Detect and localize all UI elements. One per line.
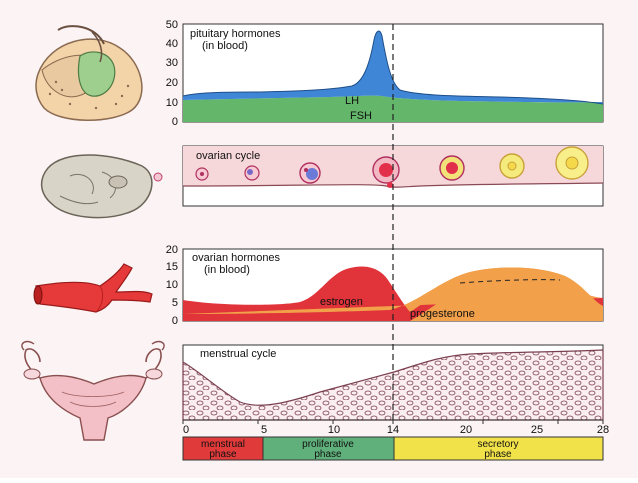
ovary-illustration: [40, 154, 163, 219]
phase-bar: menstrual phase proliferative phase secr…: [182, 436, 604, 461]
menstrual-phase-label-2: phase: [209, 449, 237, 460]
pituitary-gland-illustration: [35, 25, 143, 121]
follicle-stage-1: [195, 167, 209, 181]
lh-label: LH: [345, 95, 359, 107]
pituitary-ytick: 10: [166, 97, 178, 109]
corpus-luteum-late: [555, 146, 589, 180]
pituitary-ytick: 50: [166, 19, 178, 31]
pituitary-y-axis: 50 40 30 20 10 0: [166, 19, 178, 128]
corpus-luteum-mid: [499, 153, 525, 179]
ovarian-hormones-title-line1: ovarian hormones: [192, 252, 281, 264]
secretory-phase-label-2: phase: [484, 449, 512, 460]
ovarian-hormones-y-axis: 20 15 10 5 0: [166, 244, 178, 327]
progesterone-label: progesterone: [410, 308, 475, 320]
pituitary-ytick: 40: [166, 38, 178, 50]
day-tick: 10: [328, 424, 340, 436]
lh-curve: [182, 30, 604, 105]
pituitary-ytick: 30: [166, 57, 178, 69]
day-tick: 5: [261, 424, 267, 436]
pituitary-title-line2: (in blood): [202, 40, 248, 52]
fsh-label: FSH: [350, 110, 372, 122]
follicle-stage-2: [244, 165, 260, 181]
ovarian-ytick: 20: [166, 244, 178, 256]
pituitary-ytick: 20: [166, 77, 178, 89]
ovarian-ytick: 5: [172, 297, 178, 309]
ovarian-cycle-title: ovarian cycle: [196, 150, 260, 162]
estrogen-label: estrogen: [320, 296, 363, 308]
proliferative-phase-label-1: proliferative: [302, 439, 354, 450]
ovarian-hormones-panel: ovarian hormones (in blood) estrogen pro…: [166, 244, 604, 327]
secretory-phase-block: [393, 436, 604, 461]
day-tick: 25: [531, 424, 543, 436]
day-tick: 0: [183, 424, 189, 436]
corpus-luteum-early: [439, 155, 465, 181]
ovarian-ytick: 15: [166, 261, 178, 273]
menstrual-title: menstrual cycle: [200, 348, 276, 360]
day-tick: 20: [460, 424, 472, 436]
day-tick: 14: [387, 424, 399, 436]
ovarian-hormones-title-line2: (in blood): [204, 264, 250, 276]
secretory-phase-label-1: secretory: [477, 439, 518, 450]
ovarian-ytick: 0: [172, 315, 178, 327]
progesterone-dashed-line: [459, 279, 561, 284]
proliferative-phase-label-2: phase: [314, 449, 342, 460]
ovary-surface-line: [182, 182, 604, 188]
artery-illustration: [33, 263, 153, 313]
ovarian-ytick: 10: [166, 279, 178, 291]
uterus-illustration: [21, 340, 165, 441]
pituitary-title-line1: pituitary hormones: [190, 28, 281, 40]
pituitary-hormones-panel: pituitary hormones (in blood) LH FSH 50 …: [166, 19, 604, 128]
days-axis: 0 5 10 14 20 25 28: [182, 419, 609, 436]
day-tick: 28: [597, 424, 609, 436]
menstrual-phase-label-1: menstrual: [201, 439, 245, 450]
pituitary-ytick: 0: [172, 116, 178, 128]
follicle-stage-3: [299, 162, 321, 184]
